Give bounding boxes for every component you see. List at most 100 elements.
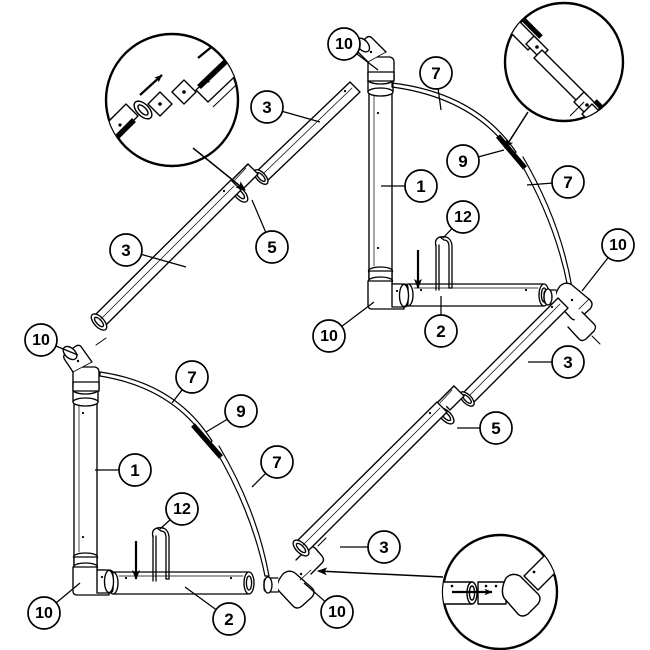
callout-circle[interactable] [24,323,58,357]
callout-circle[interactable] [312,319,346,353]
callout-leader-line [251,472,267,488]
callout-number: 12 [173,501,191,518]
callout-circle[interactable] [165,492,199,526]
callout-circle[interactable] [367,530,401,564]
callout-circle[interactable] [601,228,635,262]
callout-number: 9 [458,152,467,171]
corner-elbow-fitting-bottom-left [72,566,115,596]
callout-leader-line [205,418,228,433]
callout-circle[interactable] [551,165,585,199]
callout-leader-line [251,199,267,233]
callout-leader-line [55,582,81,604]
callout-number: 3 [563,353,572,372]
callout-circle[interactable] [255,230,289,264]
callout-leader-line [303,582,326,602]
callout-circle[interactable] [327,27,361,61]
callout-balloon-10[interactable]: 10 [27,582,81,630]
callout-leader-line [356,53,379,71]
callout-number: 2 [436,322,445,341]
callout-number: 7 [272,453,281,472]
callout-balloon-10[interactable]: 10 [312,301,375,353]
callout-balloon-5[interactable]: 5 [457,411,513,445]
callout-circle[interactable] [446,144,480,178]
callout-leader-line [171,389,183,404]
callout-circle[interactable] [446,200,480,234]
callout-leader-line [55,345,79,356]
callout-number: 10 [35,605,53,622]
pole-coupler-detail [104,32,246,191]
callout-balloon-7[interactable]: 7 [526,165,585,199]
callout-leader-line [341,301,375,327]
callout-balloon-12[interactable]: 12 [442,200,480,239]
callout-number: 1 [130,461,139,480]
callout-number: 12 [454,209,472,226]
fiberglass-arch-lower [99,371,270,577]
callout-number: 3 [121,241,130,260]
callout-number: 7 [563,173,572,192]
callout-balloon-10[interactable]: 10 [581,228,635,292]
callout-circle[interactable] [260,445,294,479]
callout-balloon-3[interactable]: 3 [109,233,187,268]
callout-circle[interactable] [320,595,354,629]
upright-leg-pole-lower [72,385,99,572]
callout-balloon-7[interactable]: 7 [171,360,209,404]
callout-leader-line [581,257,609,292]
callout-balloon-7[interactable]: 7 [419,56,453,111]
callout-balloon-7[interactable]: 7 [251,445,294,488]
upright-leg-pole-upper [367,75,394,286]
callout-balloon-5[interactable]: 5 [251,199,289,264]
callout-circle[interactable] [118,453,152,487]
callout-balloon-10[interactable]: 10 [303,582,354,629]
callout-balloon-1[interactable]: 1 [381,169,438,203]
ground-stake-lower [151,527,170,582]
callout-circle[interactable] [27,596,61,630]
ground-stake-upper [434,236,453,291]
callout-balloon-12[interactable]: 12 [159,492,199,530]
callout-circle[interactable] [212,602,246,636]
corner-elbow-fitting-upper-mid [367,280,410,310]
callout-leader-line [141,253,187,268]
callout-circle[interactable] [175,360,209,394]
callout-leader-line [184,586,217,611]
diagonal-ridge-pole-lower-right [292,297,569,557]
callout-balloon-10[interactable]: 10 [327,27,379,71]
callout-number: 10 [320,328,338,345]
callout-number: 3 [379,538,388,557]
callout-circle[interactable] [479,411,513,445]
callout-leader-line [526,182,553,186]
callout-circle[interactable] [419,56,453,90]
callout-circle[interactable] [250,90,284,124]
callout-leader-line [437,88,442,111]
callout-balloon-1[interactable]: 1 [95,453,152,487]
callout-balloon-2[interactable]: 2 [184,586,246,636]
callout-number: 10 [328,604,346,621]
callout-balloon-9[interactable]: 9 [205,394,258,433]
callout-balloon-3[interactable]: 3 [528,345,585,379]
callout-number: 10 [335,36,353,53]
callout-number: 10 [32,332,50,349]
callout-balloon-10[interactable]: 10 [24,323,79,357]
base-foot-pole-lower [107,571,255,595]
callout-number: 7 [431,64,440,83]
callout-number: 3 [262,98,271,117]
callout-layer: 10 3 7 9 7 1 12 5 3 10 10 10 2 3 7 9 7 5 1 12 3 2 10 10 [24,27,635,636]
callout-balloon-3[interactable]: 3 [250,90,321,124]
callout-circle[interactable] [424,314,458,348]
callout-leader-line [159,519,171,530]
callout-leader-line [478,149,505,158]
callout-number: 10 [609,237,627,254]
callout-circle[interactable] [404,169,438,203]
callout-number: 5 [491,419,500,438]
callout-number: 9 [236,402,245,421]
callout-circle[interactable] [109,233,143,267]
callout-circle[interactable] [224,394,258,428]
callout-balloon-3[interactable]: 3 [340,530,401,564]
callout-balloon-2[interactable]: 2 [424,296,458,348]
callout-number: 5 [267,238,276,257]
callout-leader-line [282,110,321,123]
callout-balloon-9[interactable]: 9 [446,144,505,178]
corner-fitting-detail [317,533,559,650]
callout-circle[interactable] [551,345,585,379]
callout-number: 2 [224,610,233,629]
